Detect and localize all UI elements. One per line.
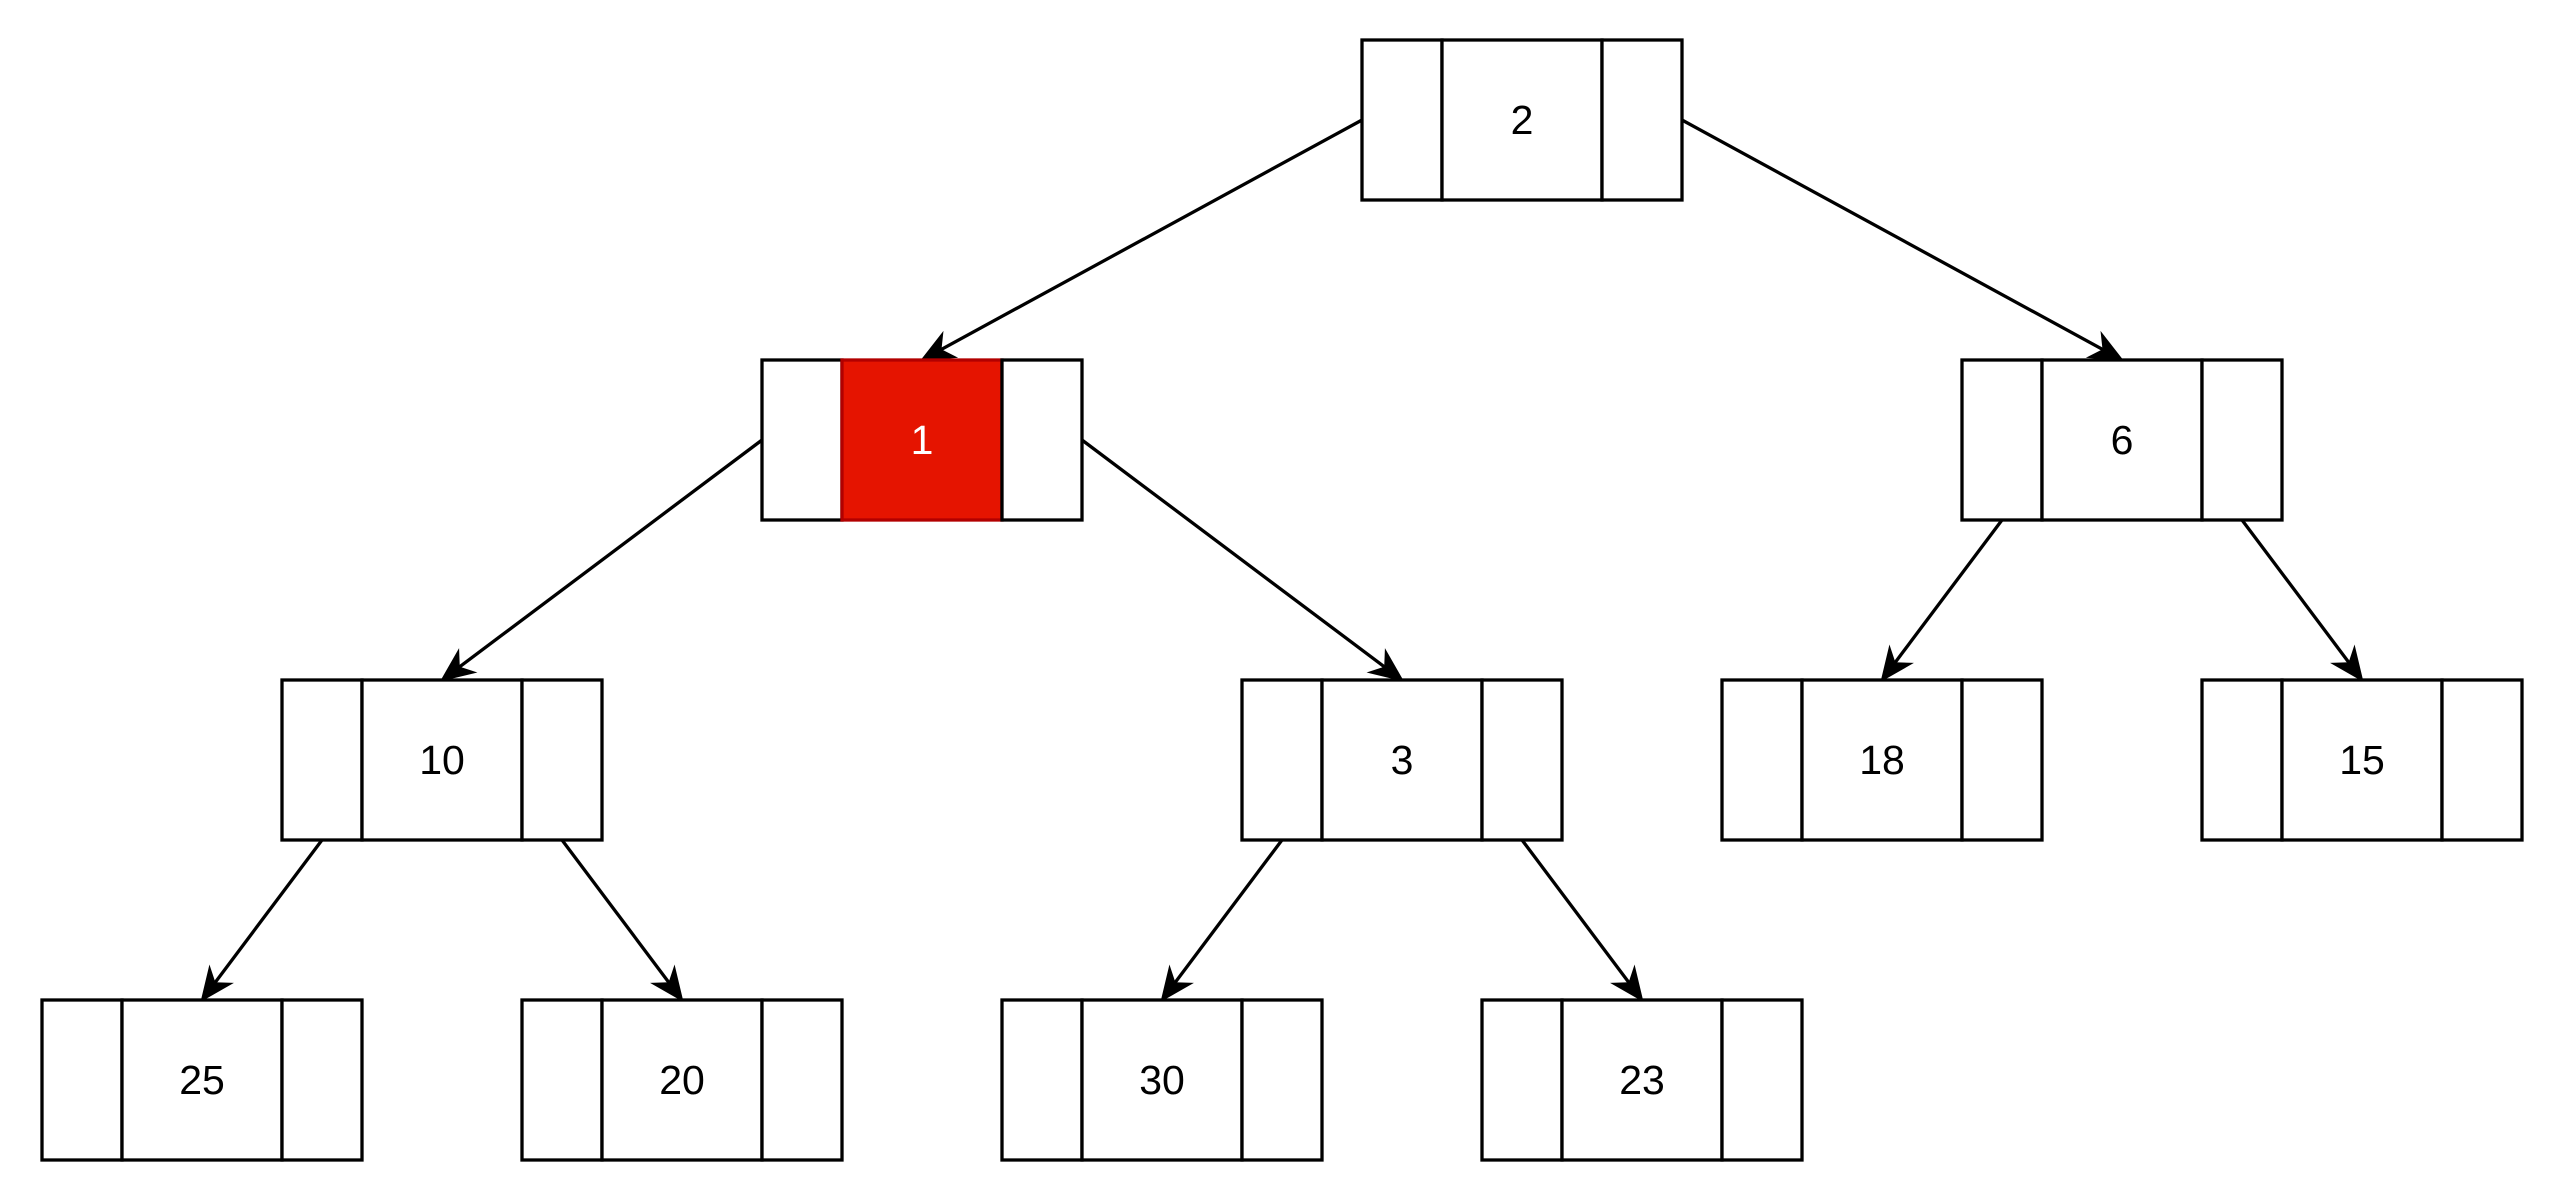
edge-line (560, 839, 671, 985)
edge-line (1081, 438, 1387, 669)
left-pointer-cell (1480, 998, 1564, 1162)
arrowhead-icon (1880, 644, 1914, 683)
value-cell (1800, 678, 1964, 842)
node-value-label: 10 (419, 737, 465, 783)
right-pointer-cell (2200, 358, 2284, 522)
node-value-label: 3 (1391, 737, 1414, 783)
arrowhead-icon (200, 964, 234, 1003)
left-pointer-cell (280, 678, 364, 842)
node-value-label: 25 (179, 1057, 225, 1103)
edge-line (213, 839, 324, 985)
edge-n6-n15 (2240, 519, 2364, 683)
value-cell (600, 998, 764, 1162)
edge-n1-n10 (439, 438, 763, 682)
right-pointer-cell (1240, 998, 1324, 1162)
value-cell (1320, 678, 1484, 842)
edge-n2-n1 (919, 118, 1363, 362)
edge-n3-n23 (1520, 839, 1644, 1003)
value-cell (1440, 38, 1604, 202)
right-pointer-cell (1480, 678, 1564, 842)
edge-line (1681, 118, 2105, 352)
tree-node-3: 3 (1240, 678, 1564, 842)
arrowhead-icon (1160, 964, 1194, 1003)
nodes-layer: 2 1 6 10 3 18 15 25 20 30 23 (40, 38, 2524, 1162)
node-value-label: 15 (2339, 737, 2385, 783)
node-value-label: 1 (911, 417, 934, 463)
right-pointer-cell (760, 998, 844, 1162)
node-value-label: 18 (1859, 737, 1905, 783)
edge-line (939, 118, 1363, 352)
right-pointer-cell (1960, 678, 2044, 842)
right-pointer-cell (2440, 678, 2524, 842)
edge-n2-n6 (1681, 118, 2125, 362)
tree-node-15: 15 (2200, 678, 2524, 842)
edge-n10-n20 (560, 839, 684, 1003)
left-pointer-cell (520, 998, 604, 1162)
left-pointer-cell (1240, 678, 1324, 842)
edge-n1-n3 (1081, 438, 1405, 682)
value-cell (2280, 678, 2444, 842)
right-pointer-cell (280, 998, 364, 1162)
left-pointer-cell (40, 998, 124, 1162)
tree-node-20: 20 (520, 998, 844, 1162)
node-value-label: 30 (1139, 1057, 1185, 1103)
tree-node-1: 1 (760, 358, 1084, 522)
arrowhead-icon (2085, 330, 2125, 362)
edge-n6-n18 (1880, 519, 2004, 683)
edge-n3-n30 (1160, 839, 1284, 1003)
left-pointer-cell (1720, 678, 1804, 842)
tree-node-18: 18 (1720, 678, 2044, 842)
edge-line (1520, 839, 1631, 985)
arrowhead-icon (1610, 964, 1644, 1003)
left-pointer-cell (1000, 998, 1084, 1162)
tree-node-10: 10 (280, 678, 604, 842)
right-pointer-cell (1600, 38, 1684, 202)
arrowhead-icon (439, 648, 478, 682)
edge-line (1173, 839, 1284, 985)
arrowhead-icon (1366, 648, 1405, 682)
arrowhead-icon (650, 964, 684, 1003)
node-value-label: 6 (2111, 417, 2134, 463)
tree-node-2: 2 (1360, 38, 1684, 202)
value-cell (1080, 998, 1244, 1162)
left-pointer-cell (760, 358, 844, 522)
tree-node-30: 30 (1000, 998, 1324, 1162)
left-pointer-cell (1960, 358, 2044, 522)
value-cell (840, 358, 1004, 522)
right-pointer-cell (1000, 358, 1084, 522)
node-value-label: 23 (1619, 1057, 1665, 1103)
value-cell (120, 998, 284, 1162)
tree-node-23: 23 (1480, 998, 1804, 1162)
edge-line (1893, 519, 2004, 665)
arrowhead-icon (919, 330, 959, 362)
tree-node-25: 25 (40, 998, 364, 1162)
tree-node-6: 6 (1960, 358, 2284, 522)
node-value-label: 20 (659, 1057, 705, 1103)
node-value-label: 2 (1511, 97, 1534, 143)
edge-line (2240, 519, 2351, 665)
edge-line (457, 438, 763, 669)
edges-layer (200, 118, 2364, 1003)
right-pointer-cell (520, 678, 604, 842)
right-pointer-cell (1720, 998, 1804, 1162)
value-cell (2040, 358, 2204, 522)
edge-n10-n25 (200, 839, 324, 1003)
arrowhead-icon (2330, 644, 2364, 683)
left-pointer-cell (2200, 678, 2284, 842)
left-pointer-cell (1360, 38, 1444, 202)
